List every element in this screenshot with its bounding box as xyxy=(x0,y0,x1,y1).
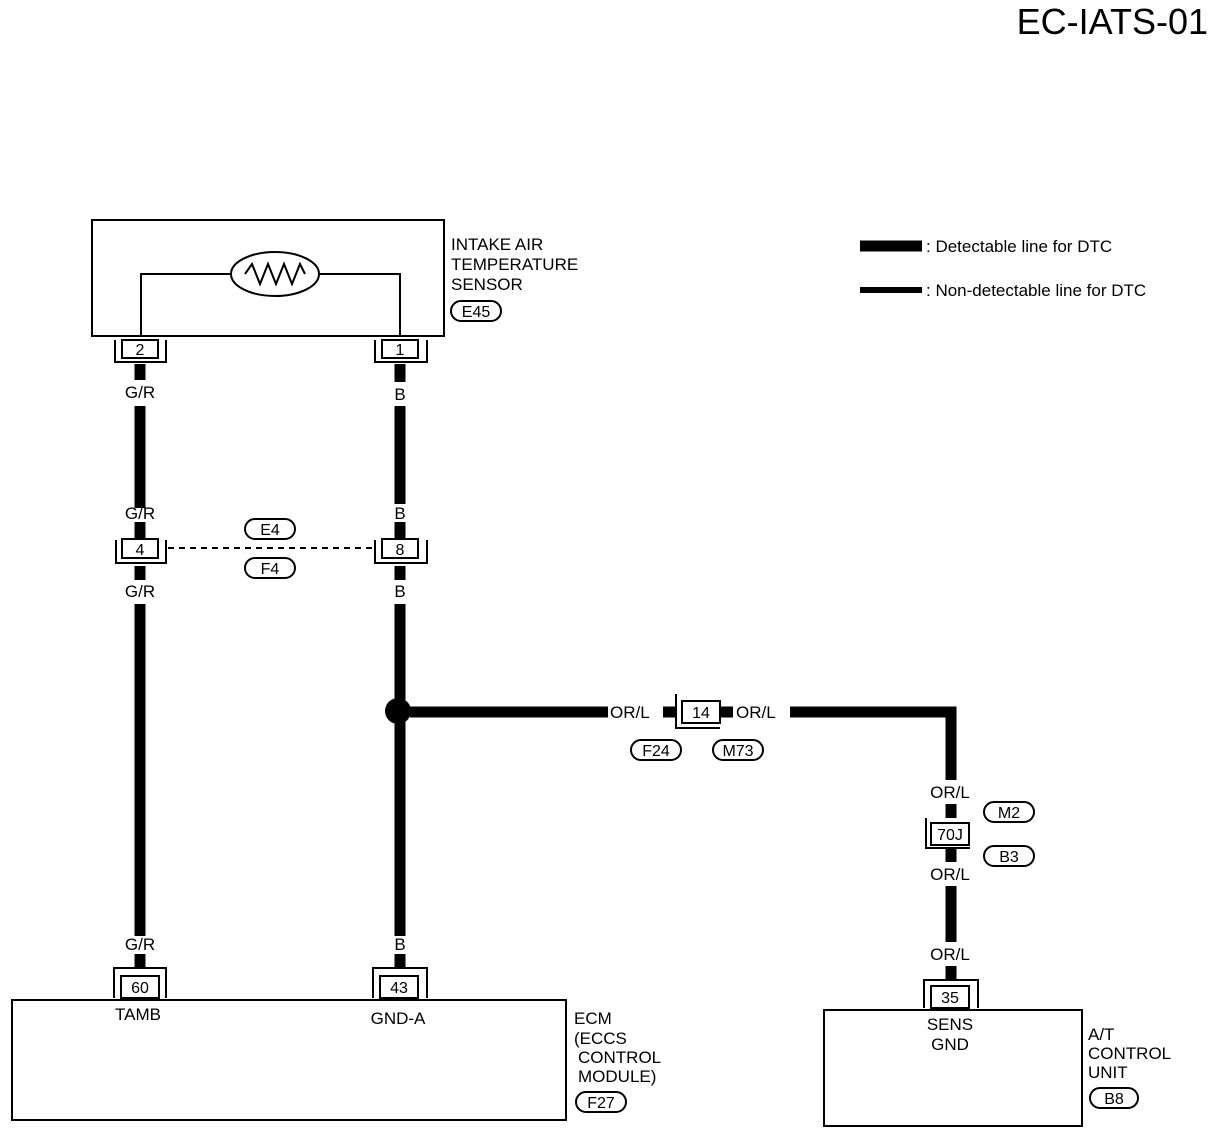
resistor-zigzag-icon xyxy=(244,261,306,287)
wire-label-orl-1: OR/L xyxy=(610,703,650,722)
mid-connector-left-id: F24 xyxy=(642,743,670,760)
sensor-internal-wire-left xyxy=(140,273,232,336)
intake-air-temperature-sensor: INTAKE AIR TEMPERATURE SENSOR E45 xyxy=(91,219,578,337)
tcu-pin: 35 xyxy=(941,990,959,1007)
sensor-name-line1: INTAKE AIR xyxy=(451,235,543,254)
splice-point xyxy=(385,698,411,724)
legend: : Detectable line for DTC : Non-detectab… xyxy=(860,237,1146,300)
mid-connector-right-id: M73 xyxy=(722,743,753,760)
sensor-pin-1: 1 xyxy=(374,339,428,363)
sensor-internal-wire-right xyxy=(318,273,401,336)
wire-label-b-2: B xyxy=(394,504,405,523)
tcu-inline-connector: 70J M2 B3 xyxy=(925,801,1035,867)
ecm-pin-tamb: 60 xyxy=(131,980,149,997)
ecm-tamb-label: TAMB xyxy=(115,1005,161,1024)
tcu-inline-bottom-id: B3 xyxy=(999,849,1019,866)
joint-pin-left: 4 xyxy=(136,542,145,559)
tcu-name-line3: UNIT xyxy=(1088,1063,1128,1082)
at-control-unit: 35 SENS GND A/T CONTROL UNIT B8 xyxy=(823,979,1171,1127)
wire-label-orl-3: OR/L xyxy=(930,783,970,802)
tcu-connector-id: B8 xyxy=(1104,1091,1124,1108)
sensor-pin-2: 2 xyxy=(114,339,167,363)
tcu-name-line1: A/T xyxy=(1088,1025,1114,1044)
wire-label-gr-2: G/R xyxy=(125,504,155,523)
joint-bottom-id: F4 xyxy=(261,561,280,578)
ecm-name-line3: CONTROL xyxy=(578,1048,661,1067)
connector-id-bubble xyxy=(450,300,502,322)
ecm-gnd-label: GND-A xyxy=(371,1009,426,1028)
sensor-name-line2: TEMPERATURE xyxy=(451,255,578,274)
wire-b: B B B B xyxy=(394,364,406,968)
tcu-inline-top-id: M2 xyxy=(998,805,1020,822)
wire-gr: G/R G/R G/R G/R xyxy=(125,364,155,968)
joint-top-id: E4 xyxy=(260,522,280,539)
wire-label-orl-4: OR/L xyxy=(930,865,970,884)
tcu-name-line2: CONTROL xyxy=(1088,1044,1171,1063)
tcu-box xyxy=(823,1009,1083,1127)
wire-orl: OR/L OR/L OR/L OR/L OR/L xyxy=(385,698,970,980)
ecm-name-line4: MODULE) xyxy=(578,1067,656,1086)
mid-connector: 14 F24 M73 xyxy=(630,694,764,761)
ecm-name-line2: (ECCS xyxy=(574,1029,627,1048)
ecm-name-line1: ECM xyxy=(574,1009,612,1028)
tcu-pin-label-line1: SENS xyxy=(927,1015,973,1034)
legend-non-detectable-label: : Non-detectable line for DTC xyxy=(926,281,1146,300)
sensor-name-line3: SENSOR xyxy=(451,275,523,294)
diagram-title: EC-IATS-01 xyxy=(1017,1,1208,42)
joint-connector: 4 8 E4 F4 xyxy=(115,518,428,579)
ecm-box xyxy=(11,999,567,1121)
legend-detectable-label: : Detectable line for DTC xyxy=(926,237,1112,256)
sensor-pin-right-number: 1 xyxy=(396,342,405,359)
wire-label-b-3: B xyxy=(394,582,405,601)
wire-label-orl-2: OR/L xyxy=(736,703,776,722)
sensor-box xyxy=(91,219,445,337)
wire-label-gr-4: G/R xyxy=(125,935,155,954)
mid-connector-pin: 14 xyxy=(692,705,710,722)
wire-label-b-4: B xyxy=(394,935,405,954)
tcu-pin-label-line2: GND xyxy=(931,1035,969,1054)
wire-label-orl-5: OR/L xyxy=(930,945,970,964)
wire-label-b-1: B xyxy=(394,385,405,404)
tcu-inline-pin: 70J xyxy=(937,827,963,844)
ecm-pin-gnd: 43 xyxy=(390,980,408,997)
ecm-module: 60 43 TAMB GND-A ECM (ECCS CONTROL MODUL… xyxy=(11,967,661,1121)
sensor-connector-id: E45 xyxy=(462,304,491,321)
ecm-connector-id: F27 xyxy=(587,1095,615,1112)
wire-label-gr-1: G/R xyxy=(125,383,155,402)
thermistor-icon xyxy=(230,251,320,297)
wire-label-gr-3: G/R xyxy=(125,582,155,601)
joint-pin-right: 8 xyxy=(396,542,405,559)
sensor-pin-left-number: 2 xyxy=(136,342,145,359)
